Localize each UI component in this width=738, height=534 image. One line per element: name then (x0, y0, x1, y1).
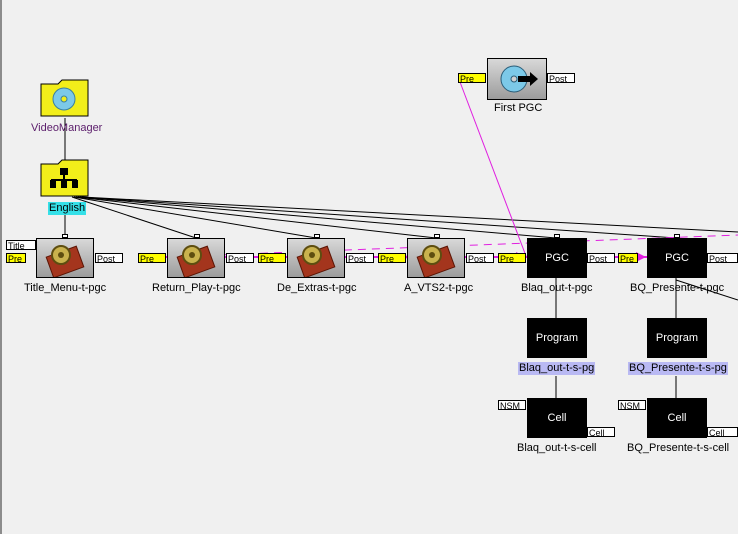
blaq-out-nsm-tag: NSM (498, 400, 526, 410)
blaq-out-cell-label: Blaq_out-t-s-cell (517, 442, 597, 454)
return-play-pre-port[interactable]: Pre (138, 253, 166, 263)
blaq-out-cell-node[interactable]: Cell (527, 398, 587, 438)
return-play-node[interactable] (167, 238, 225, 279)
tree-folder-icon (40, 159, 89, 197)
film-reel-icon (296, 245, 336, 279)
language-label: English (48, 202, 87, 215)
a-vts2-connector (434, 234, 440, 238)
title-menu-title-tag: Title (6, 240, 36, 250)
a-vts2-label: A_VTS2-t-pgc (404, 282, 474, 294)
blaq-out-connector (554, 234, 560, 238)
bq-presente-nsm-tag: NSM (618, 400, 646, 410)
title-menu-pre-port[interactable]: Pre (6, 253, 26, 263)
panel-border (0, 0, 2, 534)
video-manager-label: VideoManager (31, 122, 103, 134)
blaq-out-post-port[interactable]: Post (587, 253, 615, 263)
bq-presente-connector (674, 234, 680, 238)
return-play-label: Return_Play-t-pgc (152, 282, 241, 294)
blaq-out-cell-tag: Cell (587, 427, 615, 437)
de-extras-node[interactable] (287, 238, 345, 279)
bq-presente-program-node[interactable]: Program (647, 318, 707, 358)
first-pgc-post-port[interactable]: Post (547, 73, 575, 83)
title-menu-label: Title_Menu-t-pgc (24, 282, 107, 294)
de-extras-post-port[interactable]: Post (346, 253, 374, 263)
blaq-out-program-node[interactable]: Program (527, 318, 587, 358)
bq-presente-pre-port[interactable]: Pre (618, 253, 638, 263)
first-pgc-pre-port[interactable]: Pre (458, 73, 486, 83)
first-pgc-label: First PGC (494, 102, 543, 114)
bq-presente-pgc-node[interactable]: PGC (647, 238, 707, 278)
film-reel-icon (176, 245, 216, 279)
language-node[interactable] (40, 158, 90, 197)
title-menu-post-port[interactable]: Post (95, 253, 123, 263)
dvd-folder-icon (40, 79, 89, 117)
first-pgc-node[interactable] (487, 58, 547, 100)
de-extras-connector (314, 234, 320, 238)
return-play-post-port[interactable]: Post (226, 253, 254, 263)
a-vts2-post-port[interactable]: Post (466, 253, 494, 263)
blaq-out-pgc-node[interactable]: PGC (527, 238, 587, 278)
bq-presente-post-port[interactable]: Post (707, 253, 738, 263)
dvd-arrow-icon (500, 65, 538, 93)
bq-presente-cell-tag: Cell (707, 427, 738, 437)
title-menu-node[interactable] (36, 238, 94, 279)
blaq-out-pre-port[interactable]: Pre (498, 253, 526, 263)
blaq-out-pgc-label: Blaq_out-t-pgc (521, 282, 593, 294)
bq-presente-pgc-label: BQ_Presente-t-pgc (630, 282, 725, 294)
de-extras-label: De_Extras-t-pgc (277, 282, 357, 294)
title-menu-connector (62, 234, 68, 238)
a-vts2-node[interactable] (407, 238, 465, 279)
bq-presente-program-label: BQ_Presente-t-s-pg (628, 362, 728, 375)
video-manager-node[interactable] (40, 78, 90, 117)
return-play-connector (194, 234, 200, 238)
de-extras-pre-port[interactable]: Pre (258, 253, 286, 263)
a-vts2-pre-port[interactable]: Pre (378, 253, 406, 263)
bq-presente-cell-node[interactable]: Cell (647, 398, 707, 438)
blaq-out-program-label: Blaq_out-t-s-pg (518, 362, 596, 375)
film-reel-icon (45, 245, 85, 279)
film-reel-icon (416, 245, 456, 279)
bq-presente-cell-label: BQ_Presente-t-s-cell (627, 442, 730, 454)
